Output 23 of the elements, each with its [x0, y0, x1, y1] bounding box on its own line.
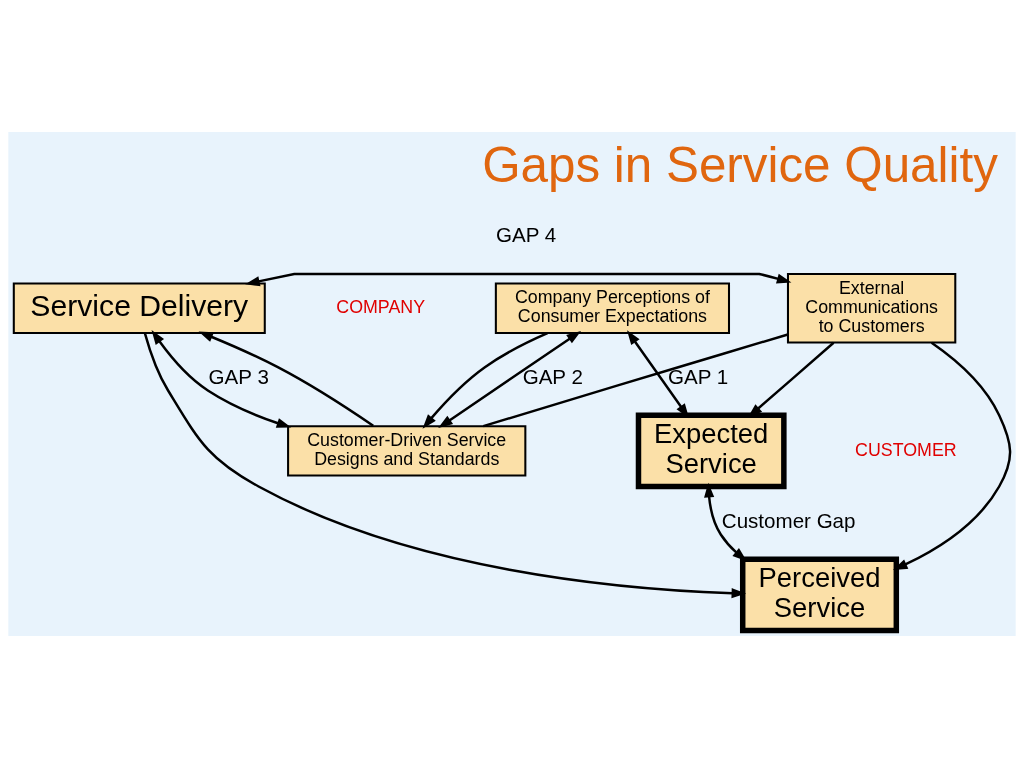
node-box: Customer-Driven Service Designs and Standards — [287, 425, 527, 477]
node-box: Expected Service — [635, 412, 787, 490]
diagram-title: Gaps in Service Quality — [482, 137, 998, 193]
edge-label: GAP 3 — [208, 364, 269, 388]
arrow — [422, 332, 548, 429]
arrow — [438, 330, 582, 429]
node-box: Service Delivery — [12, 282, 266, 334]
arrow — [143, 332, 747, 599]
edge-label: GAP 2 — [522, 364, 583, 388]
node-box: Company Perceptions of Consumer Expectations — [494, 282, 731, 334]
arrow — [892, 341, 1012, 571]
edge-label: GAP 4 — [495, 223, 557, 247]
connector — [483, 333, 789, 428]
node-box: External Communications to Customers — [786, 272, 957, 344]
arrow — [245, 272, 792, 287]
arrow — [198, 331, 374, 427]
arrow — [704, 482, 747, 562]
node-box: Perceived Service — [739, 556, 900, 634]
edge-label: GAP 1 — [668, 364, 729, 388]
arrow — [151, 330, 292, 428]
label: COMPANY — [336, 296, 426, 317]
label: CUSTOMER — [855, 439, 957, 460]
edge-label: Customer Gap — [721, 508, 856, 532]
